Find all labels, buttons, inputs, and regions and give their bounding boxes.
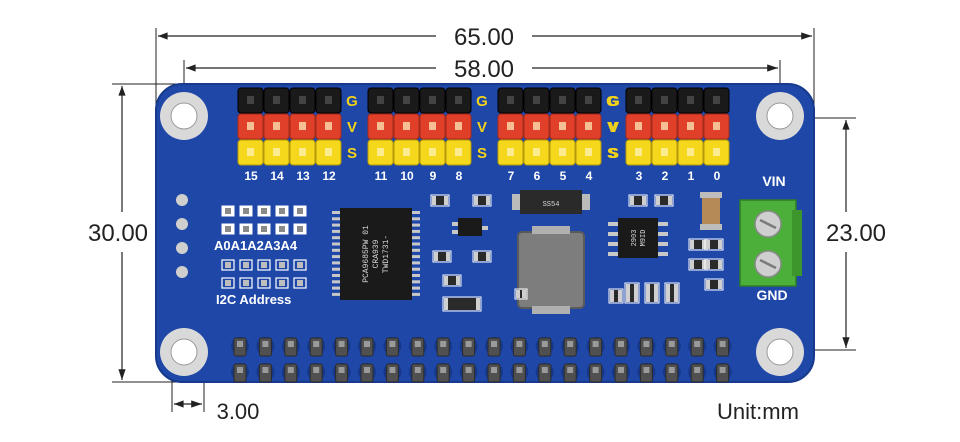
channel-label: 9 xyxy=(430,169,437,183)
channel-label: 11 xyxy=(375,169,388,183)
servo-headers xyxy=(237,87,730,166)
row-label: S xyxy=(347,145,357,162)
smd-part xyxy=(472,194,492,207)
pca9685-chip: PCA9685PW 01 CRA939 TWD1731- xyxy=(332,208,420,300)
jumper-pad xyxy=(221,277,235,289)
channel-label: 3 xyxy=(636,169,643,183)
channel-label: 12 xyxy=(322,169,336,183)
row-label: S xyxy=(477,145,487,162)
row-label: V xyxy=(347,119,357,136)
jumper-pad xyxy=(275,277,289,289)
jumper-pad xyxy=(275,259,289,271)
mounting-holes xyxy=(160,92,804,376)
comparator-chip: 2903 M9ID xyxy=(608,218,668,258)
channel-label: 13 xyxy=(296,169,310,183)
jumper-pad xyxy=(293,277,307,289)
smd-part xyxy=(624,282,640,304)
jumper-pad xyxy=(257,277,271,289)
smd-part xyxy=(664,282,680,304)
gpio-header xyxy=(231,337,732,383)
smd-part xyxy=(654,194,674,207)
channel-label: 8 xyxy=(456,169,463,183)
channel-label: 2 xyxy=(662,169,669,183)
smd-part xyxy=(442,296,482,312)
jumper-pad xyxy=(239,277,253,289)
channel-label: 10 xyxy=(400,169,414,183)
channel-label: 5 xyxy=(560,169,567,183)
smd-part xyxy=(432,250,452,263)
smd-part xyxy=(442,274,462,287)
gnd-label: GND xyxy=(756,287,787,303)
diode-text: SS54 xyxy=(543,201,560,209)
smd-part xyxy=(628,194,648,207)
smd-part xyxy=(514,288,528,300)
power-terminal: VIN GND xyxy=(739,173,802,303)
row-label: V xyxy=(607,119,617,136)
smd-part xyxy=(608,288,624,304)
channel-label: 15 xyxy=(244,169,258,183)
row-label: G xyxy=(606,93,618,110)
overall-height-label: 30.00 xyxy=(88,220,148,247)
row-label: G xyxy=(476,93,488,110)
jumper-pad xyxy=(221,259,235,271)
smd-part xyxy=(430,194,450,207)
i2c-address-label: I2C Address xyxy=(216,292,291,307)
address-jumpers: A0A1A2A3A4 I2C Address xyxy=(214,205,307,307)
unit-label: Unit:mm xyxy=(717,399,799,424)
vin-label: VIN xyxy=(762,173,785,189)
row-label: S xyxy=(609,145,619,162)
diode: SS54 xyxy=(512,190,590,214)
smd-part xyxy=(644,282,660,304)
row-label: G xyxy=(346,93,358,110)
jumper-pad xyxy=(293,259,307,271)
row-label: G xyxy=(608,93,620,110)
dimension-lines xyxy=(112,28,856,412)
channel-label: 14 xyxy=(270,169,284,183)
channel-label: 4 xyxy=(586,169,593,183)
channel-label: 1 xyxy=(688,169,695,183)
smd-part xyxy=(704,258,724,271)
smd-part xyxy=(704,278,724,291)
side-chip-text: M9ID xyxy=(640,230,648,247)
chip-text-line: TWD1731- xyxy=(382,235,391,273)
capacitor xyxy=(700,192,722,230)
smd-components xyxy=(430,194,724,312)
hole-width-label: 58.00 xyxy=(454,56,514,83)
smd-part xyxy=(704,238,724,251)
jumper-pad xyxy=(257,259,271,271)
address-labels: A0A1A2A3A4 xyxy=(214,238,298,253)
jumper-pad xyxy=(239,259,253,271)
inductor xyxy=(517,226,585,314)
hole-height-label: 23.00 xyxy=(826,220,886,247)
smd-part xyxy=(472,250,492,263)
row-label: V xyxy=(477,119,487,136)
hole-offset-label: 3.00 xyxy=(217,399,260,424)
side-chip-text: 2903 xyxy=(631,230,639,247)
overall-width-label: 65.00 xyxy=(454,24,514,51)
channel-label: 7 xyxy=(508,169,515,183)
channel-label: 0 xyxy=(714,169,721,183)
row-label: V xyxy=(609,119,619,136)
channel-label: 6 xyxy=(534,169,541,183)
side-pads xyxy=(176,194,188,278)
chip-text-line: PCA9685PW 01 xyxy=(362,225,371,283)
transistor xyxy=(452,218,488,236)
row-label: S xyxy=(607,145,617,162)
chip-text-line: CRA939 xyxy=(372,239,381,268)
